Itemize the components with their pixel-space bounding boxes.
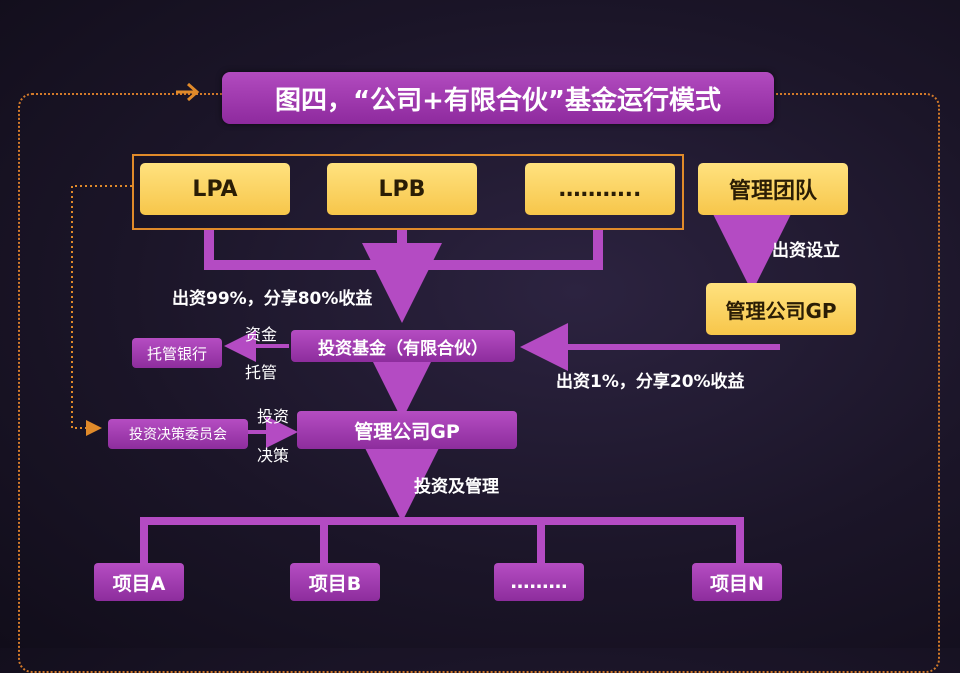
custodian-bank-box: 托管银行 [132,338,222,368]
title-arrow-icon [176,82,200,102]
decide-label: 决策 [257,446,290,465]
investment-fund-box: 投资基金（有限合伙） [291,330,515,362]
lp-contribution-label: 出资99%，分享80%收益 [172,289,373,309]
projects-distribution-connector [140,517,744,566]
gp-mid-box: 管理公司GP [297,411,517,449]
lp-box-more: ……….. [525,163,675,215]
lp-collector-connector [204,228,603,270]
custody-label: 托管 [245,363,278,382]
invest-manage-label: 投资及管理 [414,477,499,497]
lp-to-committee-dotted-connector [71,185,132,436]
gp-contribution-label: 出资1%，分享20%收益 [556,372,745,392]
project-n-box: 项目N [692,563,782,601]
invest-label: 投资 [257,407,290,426]
project-more-box: ……… [494,563,584,601]
funds-label: 资金 [245,325,278,344]
gp-top-box: 管理公司GP [706,283,856,335]
connector-layer [71,82,792,566]
project-b-box: 项目B [290,563,380,601]
lp-box-a: LPA [140,163,290,215]
lp-box-b: LPB [327,163,477,215]
investment-committee-box: 投资决策委员会 [108,419,248,449]
diagram-canvas: 图四，“公司+有限合伙”基金运行模式 LPA LPB ……….. 管理团队 出资… [18,72,940,673]
management-team-box: 管理团队 [698,163,848,215]
lp-group-frame [132,154,684,230]
project-a-box: 项目A [94,563,184,601]
diagram-title: 图四，“公司+有限合伙”基金运行模式 [222,72,774,124]
found-label: 出资设立 [772,241,840,261]
